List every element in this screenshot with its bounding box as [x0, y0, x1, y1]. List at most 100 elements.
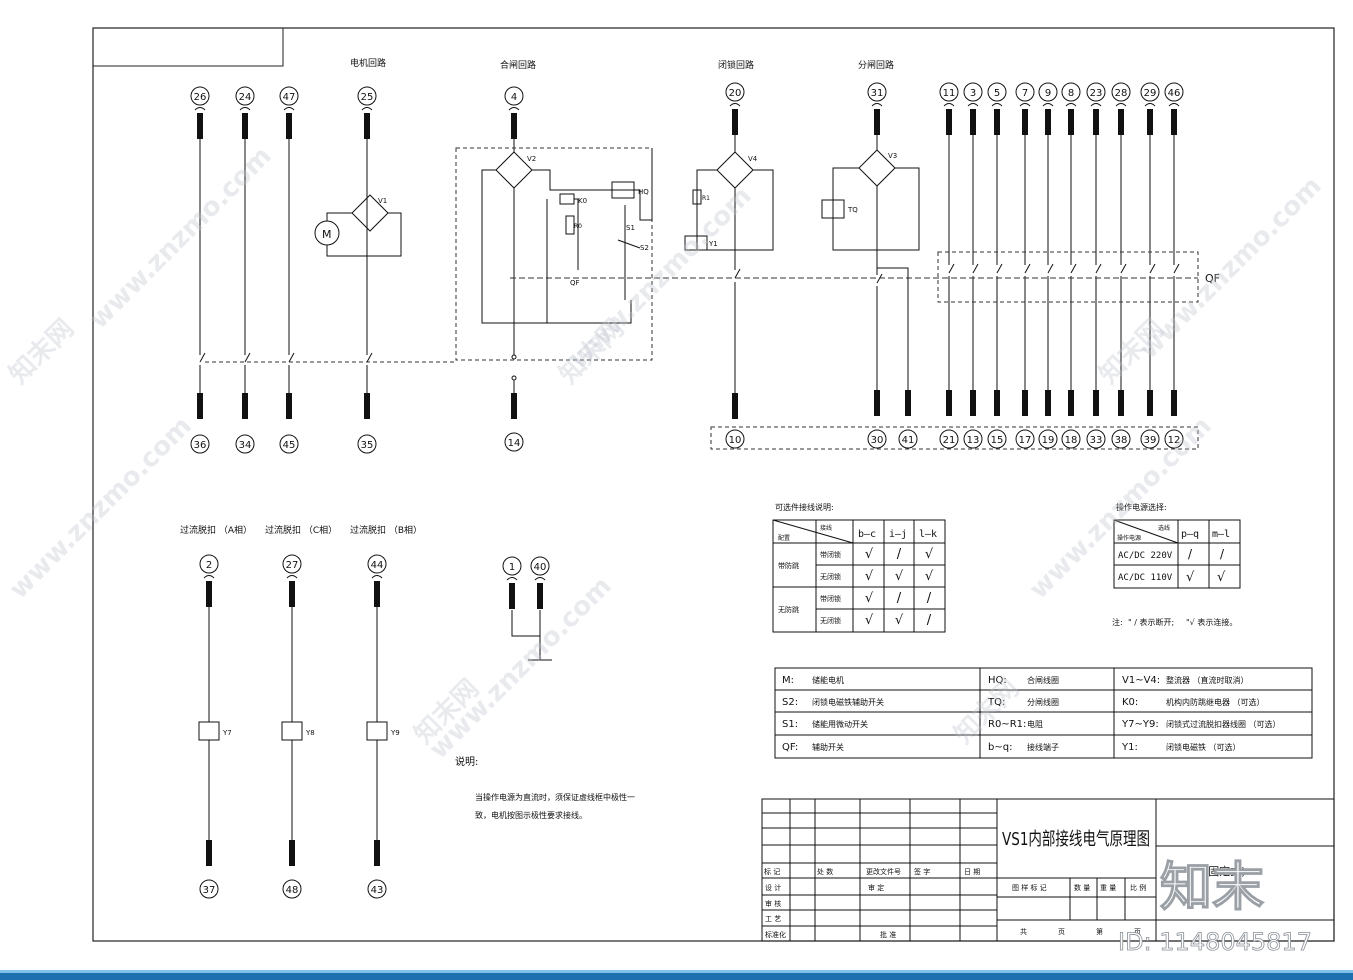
- terminal-plug: [1147, 109, 1153, 135]
- voltage-col-pq: p—q: [1181, 529, 1199, 540]
- terminal-motor-top-0-icon: [190, 86, 210, 106]
- options-cell-0-2: √: [925, 547, 934, 562]
- terminal-motor-bottom-3: 35: [361, 440, 374, 451]
- terminal-aux-top-8-icon: [1140, 82, 1160, 102]
- voltage-cell-1-0: √: [1186, 570, 1195, 585]
- titleblock-page-label-3: 页: [1134, 928, 1141, 936]
- terminal-plug: [364, 393, 370, 419]
- titleblock-left-label-1: 审 核: [765, 899, 781, 908]
- voltage-cell-1-1: √: [1217, 570, 1226, 585]
- titleblock-left-label-2: 工 艺: [765, 915, 781, 923]
- terminal-misc-1: 40: [534, 562, 547, 573]
- dc-polarity-box: [455, 147, 653, 361]
- legend-key-1-2: K0:: [1122, 697, 1138, 708]
- terminal-plug: [1093, 390, 1099, 416]
- legend-key-0-2: V1~V4:: [1122, 675, 1160, 686]
- wiring: [194, 103, 1180, 840]
- section-open-label: 分闸回路: [858, 59, 894, 71]
- v3-label: V3: [888, 152, 897, 160]
- options-col-bc: b—c: [858, 529, 876, 540]
- titleblock-left-label-0: 设 计: [765, 883, 781, 892]
- legend-desc-1-1: 分闸线圈: [1027, 697, 1059, 707]
- terminal-open-bottom-0: 30: [871, 435, 884, 446]
- terminal-aux-top-7: 28: [1115, 88, 1128, 99]
- motor-symbol: M: [322, 228, 332, 241]
- voltage-note-a: " / 表示断开;: [1128, 617, 1174, 627]
- qf-close-label: QF: [570, 279, 580, 287]
- terminal-aux-bottom-0-icon: [939, 429, 959, 449]
- legend-desc-1-0: 闭锁电磁铁辅助开关: [812, 697, 884, 707]
- v4-label: V4: [748, 155, 758, 163]
- terminal-motor-bottom-0-icon: [190, 434, 210, 454]
- terminal-motor-top-2-icon: [279, 86, 299, 106]
- titleblock-right-label-1: 数 量: [1074, 883, 1090, 892]
- terminal-plug: [874, 390, 880, 416]
- terminal-aux-bottom-7-icon: [1111, 429, 1131, 449]
- section-close-label: 合闸回路: [500, 59, 536, 71]
- terminal-plug: [732, 393, 738, 419]
- hq-coil-icon: [611, 181, 635, 199]
- legend-key-0-0: M:: [782, 675, 794, 686]
- terminal-plug: [374, 581, 380, 607]
- terminal-motor-bottom-1-icon: [235, 434, 255, 454]
- watermark-site-1: www.znzmo.com: [84, 141, 278, 335]
- titleblock-row-label-4: 日 期: [964, 868, 980, 876]
- legend-desc-1-2: 机构内防跳继电器 （可选）: [1166, 697, 1265, 707]
- terminal-aux-top-4: 9: [1045, 88, 1051, 99]
- ground-wire: [511, 610, 541, 637]
- r1-label: R1: [702, 195, 710, 202]
- open-circuit: [821, 149, 920, 410]
- terminal-aux-bottom-6-icon: [1086, 429, 1106, 449]
- options-group-1: 无防跳: [778, 605, 799, 614]
- k0-relay-icon: [559, 193, 575, 205]
- options-sub-3: 无闭锁: [820, 616, 841, 625]
- terminal-motor-top-3: 25: [361, 92, 374, 103]
- y7-coil-icon: [198, 721, 220, 741]
- terminal-trip-bottom-2-icon: [367, 879, 387, 899]
- terminal-aux-top-6-icon: [1086, 82, 1106, 102]
- section-trip-a-label: 过流脱扣 （A相）: [180, 524, 252, 536]
- terminal-aux-bottom-5: 18: [1065, 435, 1078, 446]
- terminal-plug: [364, 113, 370, 139]
- terminal-plug: [994, 109, 1000, 135]
- options-cell-3-0: √: [865, 613, 874, 628]
- terminal-trip-bottom-1-icon: [282, 879, 302, 899]
- terminal-aux-bottom-6: 33: [1090, 435, 1103, 446]
- terminal-aux-top-5: 8: [1068, 88, 1074, 99]
- titleblock-mid-label-0: 审 定: [868, 883, 884, 892]
- options-col-lk: l—k: [919, 529, 937, 540]
- terminal-plug: [509, 583, 515, 609]
- legend-desc-0-0: 储能电机: [812, 675, 844, 685]
- terminal-motor-top-0: 26: [194, 92, 207, 103]
- bottom-terminal-box: [710, 426, 1199, 450]
- rectifier-v3-icon: [858, 149, 896, 187]
- terminal-trip-top-0: 2: [206, 560, 212, 571]
- terminal-aux-bottom-4-icon: [1038, 429, 1058, 449]
- terminal-plug: [994, 390, 1000, 416]
- options-cell-1-1: √: [895, 569, 904, 584]
- v2-label: V2: [527, 155, 536, 163]
- legend-desc-0-1: 合闸线圈: [1027, 675, 1059, 685]
- terminal-aux-top-6: 23: [1090, 88, 1103, 99]
- qf-group-label: QF: [1205, 272, 1220, 285]
- section-trip-b-label: 过流脱扣 （B相）: [350, 524, 422, 536]
- terminal-close-top: 4: [511, 92, 517, 103]
- terminal-plug: [289, 840, 295, 866]
- note-line1: 当操作电源为直流时，须保证虚线框中极性一: [475, 792, 635, 802]
- titleblock-mid-label-1: 批 准: [880, 930, 896, 939]
- terminal-open-top: 31: [871, 88, 884, 99]
- titleblock-row-label-1: 处 数: [817, 867, 833, 876]
- terminal-plug: [732, 109, 738, 135]
- terminal-trip-bottom-0: 37: [203, 885, 216, 896]
- legend-desc-0-2: 整流器 （直流时取消）: [1166, 675, 1249, 685]
- terminal-aux-bottom-1: 13: [967, 435, 980, 446]
- legend-key-2-2: Y7~Y9:: [1121, 719, 1159, 730]
- options-table-title: 可选件接线说明:: [775, 502, 834, 512]
- rectifier-v2-icon: [495, 151, 533, 189]
- terminal-aux-bottom-8-icon: [1140, 429, 1160, 449]
- options-cell-2-1: /: [897, 591, 902, 606]
- terminal-lock-bottom: 10: [729, 435, 742, 446]
- corner-block: [92, 27, 284, 67]
- hq-label: HQ: [638, 188, 649, 196]
- legend-key-1-1: TQ:: [987, 697, 1005, 708]
